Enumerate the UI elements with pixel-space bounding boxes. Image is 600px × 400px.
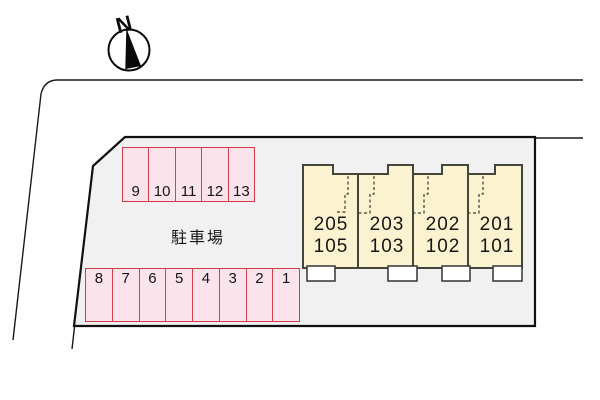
stair-dashed-line [414, 176, 429, 214]
unit-upper-number: 201 [479, 214, 515, 235]
unit-label-203-103: 203 103 [360, 214, 414, 258]
parking-stall: 12 [201, 148, 227, 201]
stair-dashed-line [469, 176, 484, 214]
parking-stall: 3 [218, 269, 246, 321]
unit-lower-number: 101 [479, 236, 515, 257]
parking-stall: 1 [272, 269, 299, 321]
parking-area-label: 駐車場 [171, 230, 226, 247]
road-boundary-line [12, 79, 583, 341]
parking-stall: 13 [227, 148, 254, 201]
building-entrance-porch [306, 265, 336, 282]
stair-dashed-line [336, 176, 349, 213]
north-arrow-icon: N [107, 10, 151, 72]
unit-lower-number: 102 [425, 236, 461, 257]
building-entrance-porch [492, 265, 523, 282]
unit-label-205-105: 205 105 [304, 214, 358, 258]
parking-stall: 8 [94, 270, 104, 287]
road-boundary-line-bottom-left [71, 326, 76, 350]
unit-upper-number: 203 [369, 214, 405, 235]
building-entrance-porch [441, 265, 471, 282]
stair-dashed-line [359, 176, 375, 214]
unit-upper-number: 202 [425, 214, 461, 235]
parking-stall: 9 [131, 183, 140, 200]
parking-stall: 6 [138, 269, 166, 321]
unit-upper-number: 205 [313, 214, 349, 235]
parking-stall: 5 [165, 269, 192, 321]
parking-row-top: 9 10 11 12 13 [122, 147, 255, 202]
unit-label-202-102: 202 102 [416, 214, 470, 258]
compass-north-label: N [113, 10, 134, 38]
parking-stall: 10 [148, 148, 174, 201]
unit-lower-number: 105 [313, 236, 349, 257]
parking-row-bottom: 8 7 6 5 4 3 2 1 [85, 268, 300, 322]
parking-stall: 7 [111, 269, 139, 321]
unit-label-201-101: 201 101 [470, 214, 524, 258]
parking-stall: 2 [245, 269, 273, 321]
unit-lower-number: 103 [369, 236, 405, 257]
building-entrance-porch [387, 265, 418, 282]
parking-stall: 4 [192, 269, 219, 321]
parking-stall: 11 [174, 148, 201, 201]
